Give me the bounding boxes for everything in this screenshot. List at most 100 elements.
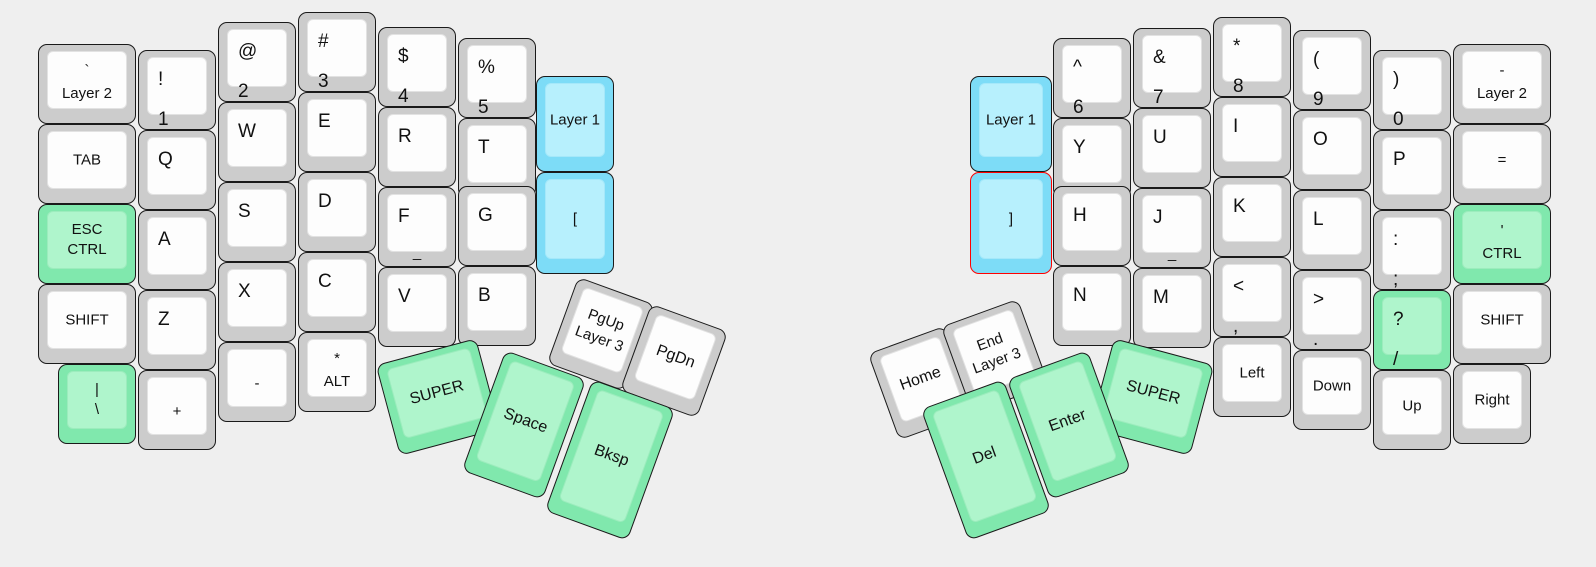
- key-l-c5-r4[interactable]: V: [378, 267, 456, 347]
- key-r-c3-r2[interactable]: O: [1293, 110, 1371, 190]
- keycap-surface: V: [387, 274, 447, 332]
- key-r-c1-r3[interactable]: 'CTRL: [1453, 204, 1551, 284]
- key-l-c2-r4[interactable]: Z: [138, 290, 216, 370]
- keycap-surface: P: [1382, 137, 1442, 195]
- keycap-surface: Down: [1302, 357, 1362, 415]
- key-l-c3-r2[interactable]: W: [218, 102, 296, 182]
- key-r-c4-r4[interactable]: <,: [1213, 257, 1291, 337]
- key-legend-base: H: [1073, 205, 1087, 226]
- key-legend-base: ;: [1393, 269, 1399, 290]
- key-l-c7-r2[interactable]: [: [536, 172, 614, 274]
- keycap-surface: #3: [307, 19, 367, 91]
- key-l-c5-r3[interactable]: F_: [378, 187, 456, 267]
- keycap-surface: Layer 1: [545, 83, 605, 157]
- key-r-c4-r5[interactable]: Left: [1213, 337, 1291, 417]
- key-l-c1-r4[interactable]: SHIFT: [38, 284, 136, 364]
- key-legend-base: Layer 2: [1476, 85, 1528, 102]
- key-r-c2-r2[interactable]: P: [1373, 130, 1451, 210]
- keycap-surface: T: [467, 125, 527, 183]
- key-r-c7-r2[interactable]: ]: [970, 172, 1052, 274]
- key-l-c2-r2[interactable]: Q: [138, 130, 216, 210]
- keycap-surface: ^6: [1062, 45, 1122, 117]
- key-r-c6-r3[interactable]: H: [1053, 186, 1131, 266]
- key-r-c5-r1[interactable]: &7: [1133, 28, 1211, 108]
- key-legend-base: K: [1233, 196, 1246, 217]
- key-r-c6-r2[interactable]: Y: [1053, 118, 1131, 198]
- key-l-c4-r4[interactable]: C: [298, 252, 376, 332]
- key-legend-base: T: [478, 137, 490, 158]
- key-l-c1-r3[interactable]: ESC CTRL: [38, 204, 136, 284]
- key-l-c6-r2[interactable]: T: [458, 118, 536, 198]
- keycap-surface: K: [1222, 184, 1282, 242]
- key-l-c2-r1[interactable]: !1: [138, 50, 216, 130]
- key-r-c1-r5[interactable]: Right: [1453, 364, 1531, 444]
- keycap-surface: Q: [147, 137, 207, 195]
- key-r-c1-r4[interactable]: SHIFT: [1453, 284, 1551, 364]
- key-r-c2-r4[interactable]: ?/: [1373, 290, 1451, 370]
- key-legend-shifted: <: [1233, 276, 1245, 297]
- key-l-c4-r1[interactable]: #3: [298, 12, 376, 92]
- key-l-c5-r1[interactable]: $4: [378, 27, 456, 107]
- key-legend-shifted: (: [1313, 49, 1320, 70]
- keycap-surface: F_: [387, 194, 447, 260]
- keycap-surface: N: [1062, 273, 1122, 331]
- key-r-c6-r4[interactable]: N: [1053, 266, 1131, 346]
- keycap-surface: ESC CTRL: [47, 211, 127, 269]
- keycap-surface: | \: [67, 371, 127, 429]
- keycap-surface: PgDn: [633, 313, 718, 402]
- key-legend-pair: PgUp Layer 3: [572, 305, 627, 356]
- key-legend-base: 7: [1153, 87, 1164, 108]
- key-l-c3-r4[interactable]: X: [218, 262, 296, 342]
- key-legend-base: Z: [158, 309, 170, 330]
- key-l-c3-r1[interactable]: @2: [218, 22, 296, 102]
- key-r-c2-r3[interactable]: :;: [1373, 210, 1451, 290]
- key-r-c3-r4[interactable]: >.: [1293, 270, 1371, 350]
- key-l-c1-r2[interactable]: TAB: [38, 124, 136, 204]
- key-legend-base: PgDn: [653, 341, 698, 372]
- key-legend-base: U: [1153, 127, 1167, 148]
- key-l-c3-r3[interactable]: S: [218, 182, 296, 262]
- key-r-c4-r2[interactable]: I: [1213, 97, 1291, 177]
- key-l-c1-r5[interactable]: | \: [58, 364, 136, 444]
- key-l-c5-r2[interactable]: R: [378, 107, 456, 187]
- key-r-c3-r1[interactable]: (9: [1293, 30, 1371, 110]
- key-r-c1-r2[interactable]: =: [1453, 124, 1551, 204]
- key-r-c4-r1[interactable]: *8: [1213, 17, 1291, 97]
- key-r-c3-r5[interactable]: Down: [1293, 350, 1371, 430]
- keycap-surface: X: [227, 269, 287, 327]
- key-l-c2-r5[interactable]: +: [138, 370, 216, 450]
- key-legend-base: B: [478, 285, 491, 306]
- key-l-c3-r5[interactable]: -: [218, 342, 296, 422]
- key-r-c3-r3[interactable]: L: [1293, 190, 1371, 270]
- key-r-c7-r1[interactable]: Layer 1: [970, 76, 1052, 172]
- key-l-c2-r3[interactable]: A: [138, 210, 216, 290]
- key-r-c4-r3[interactable]: K: [1213, 177, 1291, 257]
- key-legend-base: 0: [1393, 109, 1404, 130]
- key-legend-base: TAB: [72, 151, 102, 169]
- key-r-c2-r5[interactable]: Up: [1373, 370, 1451, 450]
- keycap-surface: <,: [1222, 264, 1282, 336]
- key-r-c5-r3[interactable]: J_: [1133, 188, 1211, 268]
- key-l-c7-r1[interactable]: Layer 1: [536, 76, 614, 172]
- keycap-surface: R: [387, 114, 447, 172]
- key-l-c6-r3[interactable]: G: [458, 186, 536, 266]
- key-l-c1-r1[interactable]: `Layer 2: [38, 44, 136, 124]
- keycap-surface: +: [147, 377, 207, 435]
- keycap-surface: ]: [979, 179, 1043, 259]
- key-l-c4-r3[interactable]: D: [298, 172, 376, 252]
- keycap-surface: C: [307, 259, 367, 317]
- key-l-c4-r2[interactable]: E: [298, 92, 376, 172]
- key-r-c5-r2[interactable]: U: [1133, 108, 1211, 188]
- key-r-c6-r1[interactable]: ^6: [1053, 38, 1131, 118]
- keycap-surface: H: [1062, 193, 1122, 251]
- key-l-c6-r1[interactable]: %5: [458, 38, 536, 118]
- keycap-surface: D: [307, 179, 367, 237]
- key-l-c6-r4[interactable]: B: [458, 266, 536, 346]
- keycap-surface: U: [1142, 115, 1202, 173]
- key-l-c4-r5[interactable]: *ALT: [298, 332, 376, 412]
- key-legend-base: 6: [1073, 97, 1084, 118]
- key-r-c5-r4[interactable]: M: [1133, 268, 1211, 348]
- key-r-c2-r1[interactable]: )0: [1373, 50, 1451, 130]
- keycap-surface: M: [1142, 275, 1202, 333]
- key-r-c1-r1[interactable]: -Layer 2: [1453, 44, 1551, 124]
